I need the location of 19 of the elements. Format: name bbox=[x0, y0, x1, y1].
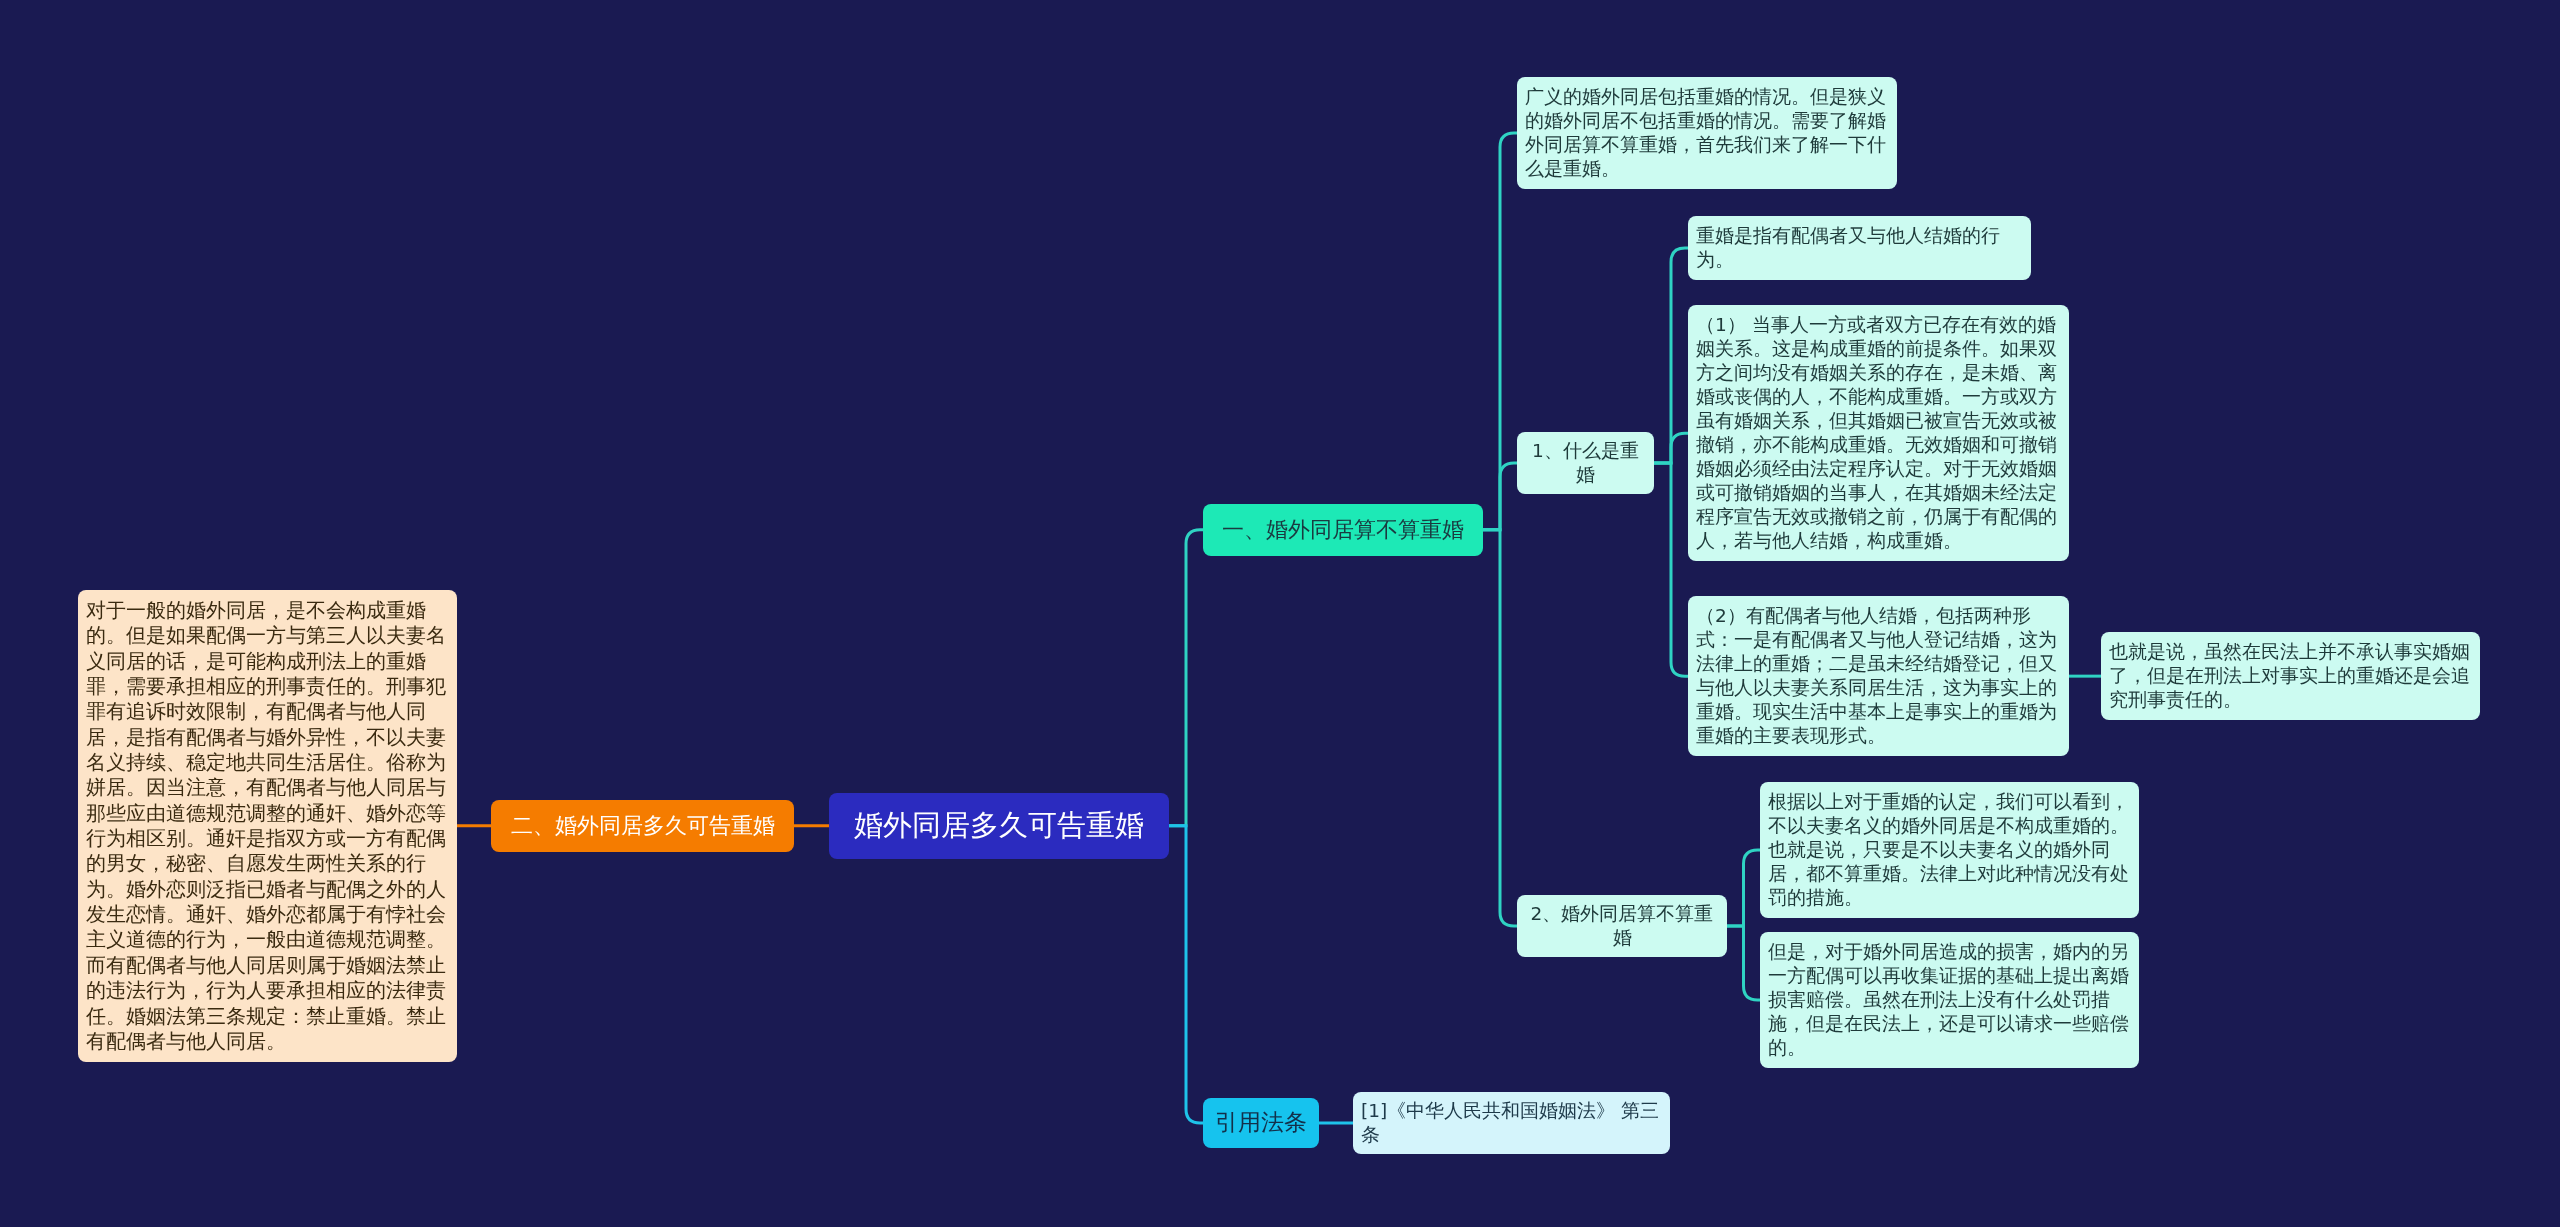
text-box: （1） 当事人一方或者双方已存在有效的婚姻关系。这是构成重婚的前提条件。如果双方之间均没有婚姻关系的存在，是未婚、离婚或丧偶的人，不能构成重婚。一方或双方虽有婚姻关系，但其婚姻已被宣告无效或被撤销，亦不能构成重婚。无效婚姻和可撤销婚姻必须经由法定程序认定。对于无效婚姻或可撤销婚姻的当事人，在其婚姻未经法定程序宣告无效或撤销之前，仍属于有配偶的人，若与他人结婚，构成重婚。 bbox=[1688, 305, 2069, 562]
connector-line bbox=[1319, 1121, 1353, 1125]
text-box: 广义的婚外同居包括重婚的情况。但是狭义的婚外同居不包括重婚的情况。需要了解婚外同居算不算重婚，首先我们来了解一下什么是重婚。 bbox=[1517, 77, 1897, 190]
text-box: （2）有配偶者与他人结婚，包括两种形式：一是有配偶者又与他人登记结婚，这为法律上的重婚；二是虽未经结婚登记，但又与他人以夫妻关系同居生活，这为事实上的重婚。现实生活中基本上是事实上的重婚为重婚的主要表现形式。 bbox=[1688, 596, 2069, 757]
branch-topic-box: 引用法条 bbox=[1203, 1098, 1319, 1148]
subtopic-box: 1、什么是重婚 bbox=[1517, 432, 1654, 495]
root-topic-box: 婚外同居多久可告重婚 bbox=[829, 793, 1169, 859]
subtopic-box: 2、婚外同居算不算重婚 bbox=[1517, 895, 1727, 958]
branch-topic-box: 二、婚外同居多久可告重婚 bbox=[491, 799, 794, 853]
text-box: 也就是说，虽然在民法上并不承认事实婚姻了，但是在刑法上对事实上的重婚还是会追究刑事责任的。 bbox=[2101, 632, 2480, 721]
text-box: 对于一般的婚外同居，是不会构成重婚的。但是如果配偶一方与第三人以夫妻名义同居的话，是可能构成刑法上的重婚罪，需要承担相应的刑事责任的。刑事犯罪有追诉时效限制，有配偶者与他人同居，是指有配偶者与婚外异性，不以夫妻名义持续、稳定地共同生活居住。俗称为姘居。因当注意，有配偶者与他人同居与那些应由道德规范调整的通奸、婚外恋等行为相区别。通奸是指双方或一方有配偶的男女，秘密、自愿发生两性关系的行为。婚外恋则泛指已婚者与配偶之外的人发生恋情。通奸、婚外恋都属于有悖社会主义道德的行为，一般由道德规范调整。而有配偶者与他人同居则属于婚姻法禁止的违法行为，行为人要承担相应的法律责任。婚姻法第三条规定：禁止重婚。禁止有配偶者与他人同居。 bbox=[78, 590, 457, 1063]
text-box: 但是，对于婚外同居造成的损害，婚内的另一方配偶可以再收集证据的基础上提出离婚损害赔偿。虽然在刑法上没有什么处罚措施，但是在民法上，还是可以请求一些赔偿的。 bbox=[1760, 932, 2139, 1069]
connector-line bbox=[794, 824, 829, 828]
text-box: [1]《中华人民共和国婚姻法》 第三条 bbox=[1353, 1092, 1670, 1155]
connector-line bbox=[457, 824, 491, 828]
connector-line bbox=[2069, 674, 2101, 678]
text-box: 根据以上对于重婚的认定，我们可以看到，不以夫妻名义的婚外同居是不构成重婚的。也就是说，只要是不以夫妻名义的婚外同居，都不算重婚。法律上对此种情况没有处罚的措施。 bbox=[1760, 782, 2139, 919]
branch-topic-box: 一、婚外同居算不算重婚 bbox=[1203, 503, 1483, 557]
text-box: 重婚是指有配偶者又与他人结婚的行为。 bbox=[1688, 216, 2031, 281]
